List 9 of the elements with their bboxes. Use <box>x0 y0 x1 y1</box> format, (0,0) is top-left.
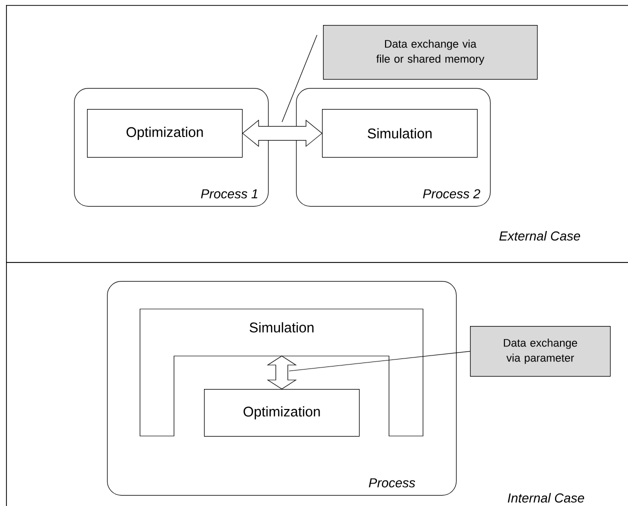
double-arrow <box>266 356 297 390</box>
callout-box: Data exchange via file or shared memory <box>323 25 538 80</box>
leader-line <box>282 34 318 122</box>
process-box: Simulation <box>322 109 478 158</box>
double-arrow <box>242 120 322 147</box>
callout-box: Data exchange via parameter <box>470 326 611 377</box>
leader-line <box>288 351 470 372</box>
process-box: Optimization <box>204 389 360 437</box>
process-box: Optimization <box>87 109 243 158</box>
